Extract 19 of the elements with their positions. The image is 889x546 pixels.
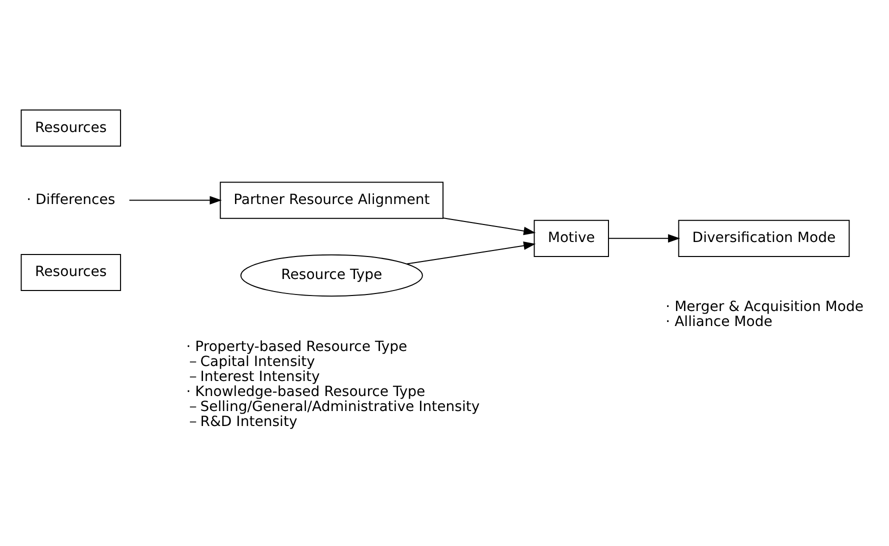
node-box: Resources xyxy=(20,109,122,146)
node-box: Resources xyxy=(20,253,122,291)
node-box: Motive xyxy=(534,219,609,256)
node-box: Diversification Mode xyxy=(678,219,850,256)
node-label: · Property-based Resource Type xyxy=(186,338,408,354)
arrow xyxy=(608,234,680,242)
node-label: · Alliance Mode xyxy=(666,313,772,330)
arrow xyxy=(443,217,536,235)
node-box: Partner Resource Alignment xyxy=(220,181,444,218)
node-label: －Selling/General/Administrative Intensity xyxy=(186,398,480,415)
arrow xyxy=(129,196,222,204)
node-label: －R&D Intensity xyxy=(186,414,298,430)
node-ellipse: Resource Type xyxy=(240,254,423,296)
node-text: · Differences xyxy=(26,191,116,208)
node-label: · Merger & Acquisition Mode xyxy=(666,298,864,314)
node-label: －Capital Intensity xyxy=(186,353,315,370)
node-label: · Knowledge-based Resource Type xyxy=(186,384,426,400)
node-label: －Interest Intensity xyxy=(186,368,320,385)
arrow xyxy=(406,241,536,264)
